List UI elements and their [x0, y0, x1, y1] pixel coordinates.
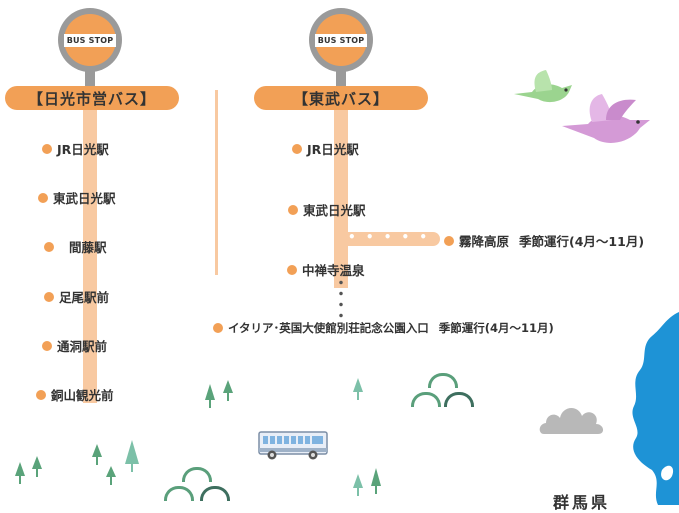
station-marker	[213, 323, 223, 333]
route-line-branch-kirifuri	[340, 232, 440, 246]
hill-icon	[164, 486, 194, 501]
branch-dotted-connector: • • • • • • •	[348, 230, 473, 244]
station-marker	[288, 204, 298, 215]
station-tobu-nikko: 東武日光駅	[288, 200, 366, 219]
bus-stop-pole	[85, 66, 95, 88]
bus-stop-pole	[336, 66, 346, 88]
route-company-tobu-bus: 【東武バス】	[254, 86, 428, 110]
hill-icon	[182, 467, 212, 482]
lake-icon	[632, 312, 679, 505]
hill-icon	[444, 392, 474, 407]
station-dozan-kanko-mae: 銅山観光前	[36, 385, 114, 404]
tree-icon	[223, 380, 233, 401]
station-tsudo-ekimae: 通洞駅前	[42, 336, 107, 355]
tree-icon	[353, 378, 363, 400]
route-line-nikko-city-bus	[83, 108, 97, 403]
station-ashio-ekimae: 足尾駅前	[44, 287, 109, 306]
station-marker	[292, 143, 302, 154]
station-tobu-nikko: 東武日光駅	[38, 188, 116, 207]
tree-icon	[32, 456, 42, 477]
station-marker	[44, 291, 54, 302]
tree-icon	[205, 384, 215, 408]
tree-icon	[92, 444, 102, 465]
bird-green-icon	[514, 70, 572, 103]
station-marker	[42, 340, 52, 351]
cloud-icon	[539, 407, 604, 434]
station-mato: 間藤駅	[44, 237, 107, 256]
hill-icon	[411, 392, 441, 407]
station-jr-nikko: JR日光駅	[292, 139, 359, 158]
map-label-gunma: 群馬県	[553, 493, 611, 512]
bird-pink-icon	[562, 94, 650, 143]
hill-icon	[200, 486, 230, 501]
station-marker	[42, 143, 52, 154]
tree-icon	[15, 462, 25, 484]
bus-stop-sign: BUS STOP	[309, 8, 373, 72]
bus-stop-sign: BUS STOP	[58, 8, 122, 72]
tree-icon	[371, 468, 381, 494]
bus-stop-label: BUS STOP	[314, 33, 368, 47]
bus-stop-label: BUS STOP	[63, 33, 117, 47]
station-marker	[44, 241, 54, 252]
route-separator	[215, 90, 218, 275]
branch-dotted-connector	[338, 277, 344, 321]
station-italy-uk-embassy-villa-park: イタリア･英国大使館別荘記念公園入口 季節運行(4月～11月)	[213, 320, 554, 336]
station-kirifuri-kogen: 霧降高原 季節運行(4月～11月)	[444, 231, 644, 250]
tree-icon	[125, 440, 139, 472]
bus-icon	[258, 431, 328, 460]
station-jr-nikko: JR日光駅	[42, 139, 109, 158]
route-company-nikko-city-bus: 【日光市営バス】	[5, 86, 179, 110]
tree-icon	[106, 466, 116, 485]
station-marker	[287, 264, 297, 275]
hill-icon	[428, 373, 458, 388]
station-marker	[36, 389, 46, 400]
station-marker	[444, 235, 454, 246]
station-marker	[38, 192, 48, 203]
tree-icon	[353, 474, 363, 496]
station-chuzenji-onsen: 中禅寺温泉	[287, 260, 365, 279]
